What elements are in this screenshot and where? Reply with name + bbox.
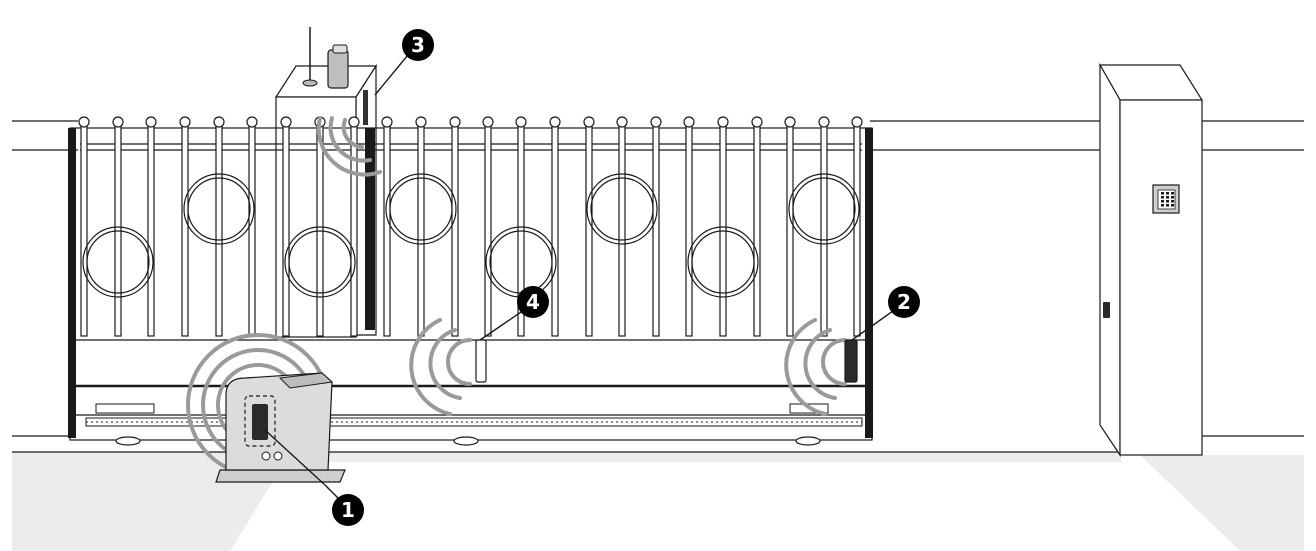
gate-bar-finial bbox=[818, 116, 830, 128]
gate-ring bbox=[687, 226, 759, 298]
keypad-key bbox=[1161, 200, 1164, 203]
keypad-key bbox=[1161, 204, 1164, 207]
gate-bar-finial bbox=[112, 116, 124, 128]
gate-ring bbox=[792, 177, 856, 241]
gate-bar bbox=[215, 123, 223, 337]
gate-bar bbox=[80, 123, 88, 337]
gate-bar bbox=[147, 123, 155, 337]
gate-bar-finial bbox=[583, 116, 595, 128]
callout-leaders bbox=[324, 49, 901, 506]
gate-bar-finial bbox=[851, 116, 863, 128]
gate-bar-finial bbox=[348, 116, 360, 128]
gate-bar bbox=[451, 123, 459, 337]
gate-bar-finial bbox=[78, 116, 90, 128]
gate-bar bbox=[248, 123, 256, 337]
gate-bar bbox=[383, 123, 391, 337]
gate-bar-finial bbox=[482, 116, 494, 128]
gate-ring bbox=[284, 226, 356, 298]
gate-bar bbox=[585, 123, 593, 337]
keypad-key bbox=[1166, 200, 1169, 203]
callout-2: 2 bbox=[888, 286, 920, 318]
gate-ring bbox=[389, 177, 453, 241]
keypad-key bbox=[1171, 204, 1174, 207]
keypad-icon bbox=[1152, 184, 1180, 214]
gate-bar bbox=[719, 123, 727, 337]
gate-bar bbox=[282, 123, 290, 337]
keypad-key bbox=[1171, 196, 1174, 199]
background-wall bbox=[12, 120, 1304, 151]
gate-bar-finial bbox=[280, 116, 292, 128]
gate-bar-finial bbox=[145, 116, 157, 128]
callout-1-label: 1 bbox=[341, 498, 355, 522]
callout-3-label: 3 bbox=[411, 33, 425, 57]
gate-wheels bbox=[115, 436, 821, 446]
callout-1: 1 bbox=[332, 494, 364, 526]
gate-bar-finial bbox=[616, 116, 628, 128]
gate-bar bbox=[484, 123, 492, 337]
gate-bar bbox=[786, 123, 794, 337]
gate-ring bbox=[586, 173, 658, 245]
flashing-light-icon bbox=[302, 27, 349, 89]
gate-bar bbox=[685, 123, 693, 337]
gate-bar-finial bbox=[717, 116, 729, 128]
gate-bar bbox=[618, 123, 626, 337]
gate-bar bbox=[417, 123, 425, 337]
callout-4: 4 bbox=[517, 286, 549, 318]
callout-4-label: 4 bbox=[526, 290, 540, 314]
keypad-key bbox=[1166, 196, 1169, 199]
gate-bar bbox=[853, 123, 861, 337]
gate-bar-finial bbox=[784, 116, 796, 128]
gate-motor-icon bbox=[215, 372, 346, 486]
keypad-key bbox=[1161, 192, 1164, 195]
keypad-key bbox=[1166, 204, 1169, 207]
gate-bar bbox=[551, 123, 559, 337]
gate-ring bbox=[187, 177, 251, 241]
sliding-gate bbox=[68, 116, 873, 446]
keypad-key bbox=[1166, 192, 1169, 195]
gate-bar bbox=[181, 123, 189, 337]
gate-bar-finial bbox=[449, 116, 461, 128]
gate-bar bbox=[753, 123, 761, 337]
gate-bar-finial bbox=[751, 116, 763, 128]
gate-bar-finial bbox=[515, 116, 527, 128]
gate-bar-finial bbox=[213, 116, 225, 128]
gate-ring bbox=[691, 230, 755, 294]
gate-bar bbox=[820, 123, 828, 337]
gate-bar-finial bbox=[683, 116, 695, 128]
photocell-on-pillar bbox=[363, 90, 368, 125]
gate-ring bbox=[183, 173, 255, 245]
gate-bar-finial bbox=[549, 116, 561, 128]
keypad-key bbox=[1161, 196, 1164, 199]
gate-ring bbox=[288, 230, 352, 294]
keypad-key bbox=[1171, 200, 1174, 203]
gate-bar-finial bbox=[381, 116, 393, 128]
gate-bar-finial bbox=[650, 116, 662, 128]
keypad-key bbox=[1171, 192, 1174, 195]
control-pillar bbox=[1098, 62, 1204, 457]
gate-ring bbox=[590, 177, 654, 241]
gate-ring bbox=[385, 173, 457, 245]
gate-bar bbox=[114, 123, 122, 337]
gate-bar-finial bbox=[415, 116, 427, 128]
gate-bar-finial bbox=[246, 116, 258, 128]
gate-bar bbox=[652, 123, 660, 337]
gate-ring bbox=[788, 173, 860, 245]
photocell-receiver-icon bbox=[844, 339, 858, 383]
gate-bar bbox=[316, 123, 324, 337]
gate-bar-finial bbox=[179, 116, 191, 128]
callout-3: 3 bbox=[402, 29, 434, 61]
callout-2-label: 2 bbox=[897, 290, 911, 314]
photocell-transmitter-icon bbox=[475, 339, 487, 383]
gate-bar bbox=[350, 123, 358, 337]
gate-ring bbox=[86, 230, 150, 294]
gate-ring bbox=[82, 226, 154, 298]
